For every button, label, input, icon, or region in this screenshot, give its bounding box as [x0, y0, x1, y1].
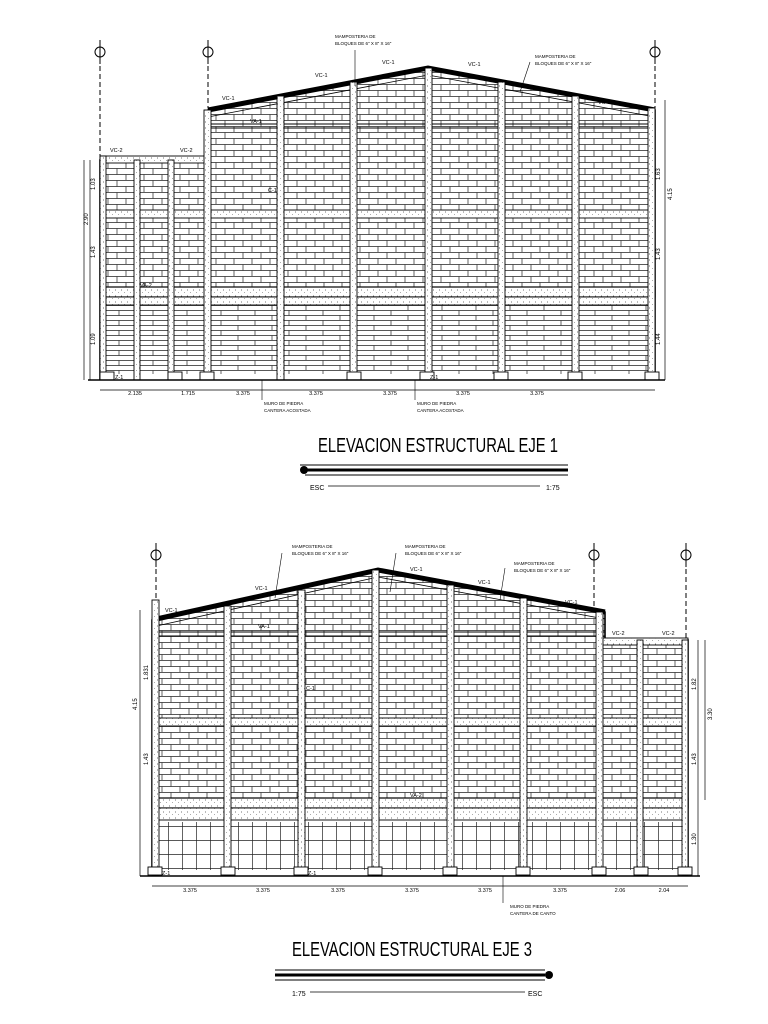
left-dim: 4.15 [133, 698, 139, 710]
dimension-lines [139, 610, 706, 887]
right-dim: 4.15 [668, 188, 674, 200]
beam-label: VC-2 [612, 631, 625, 637]
column-label: C-1 [306, 686, 315, 692]
beam-label: VC-2 [110, 148, 123, 154]
left-dim: 1.831 [144, 664, 150, 680]
note-label: MURO DE PIEDRA [417, 401, 456, 406]
scale-value: 1:75 [292, 991, 306, 998]
note-label: MAMPOSTERIA DE [405, 544, 446, 549]
footings [147, 866, 693, 876]
drawing-title: ELEVACION ESTRUCTURAL EJE 1 [318, 435, 558, 457]
bottom-dim: 1.715 [181, 391, 195, 397]
note-label: BLOQUES DE 6" X 8" X 16" [292, 551, 349, 556]
bottom-dim: 3.375 [183, 888, 197, 894]
note-label: BLOQUES DE 6" X 8" X 16" [335, 41, 392, 46]
note-label: MURO DE PIEDRA [264, 401, 303, 406]
beam-label: VC-1 [565, 600, 578, 606]
scale-value: 1:75 [546, 485, 560, 492]
right-dim: 1.43 [692, 753, 698, 765]
dimension-lines [83, 100, 666, 391]
scale-prefix: ESC [528, 991, 542, 998]
stone-wall-base [100, 302, 655, 374]
left-dim: 1.03 [91, 178, 97, 190]
footing-label: Z-1 [430, 375, 438, 381]
plinth-beam [151, 807, 689, 821]
beam-label: VC-1 [598, 100, 611, 106]
beam-label: VC-1 [315, 73, 328, 79]
elevation-eje-1: 2.135 1.715 3.375 3.375 3.375 3.375 3.37… [83, 34, 674, 492]
beam-label: VC-1 [382, 60, 395, 66]
footing-label: Z-1 [162, 871, 170, 877]
note-label: MURO DE PIEDRA [510, 904, 549, 909]
note-label: MAMPOSTERIA DE [535, 54, 576, 59]
beam-label: VC-1 [468, 62, 481, 68]
bottom-dim: 3.375 [331, 888, 345, 894]
bond-beam-top [99, 155, 211, 164]
note-label: CANTERA DE CANTO [510, 911, 556, 916]
beam-label: VC-1 [410, 567, 423, 573]
wall-label: VA-1 [258, 624, 270, 630]
bottom-dim: 3.375 [256, 888, 270, 894]
elevation-eje-3: 3.375 3.375 3.375 3.375 3.375 3.375 2.06… [133, 543, 714, 998]
column-label: C-1 [268, 188, 277, 194]
wall-label: VA-2 [410, 793, 422, 799]
bottom-dim: 3.375 [405, 888, 419, 894]
bond-beam-top [599, 637, 689, 646]
grid-axis-bubbles [150, 543, 692, 640]
right-dim: 1.44 [656, 333, 662, 345]
bottom-dim: 3.375 [478, 888, 492, 894]
wall-label: VA-1 [250, 119, 262, 125]
right-dim: 1.43 [656, 248, 662, 260]
note-label: MAMPOSTERIA DE [292, 544, 333, 549]
left-dim: 1.09 [91, 333, 97, 345]
grid-axis-bubbles [94, 40, 661, 160]
bottom-dim: 3.375 [383, 391, 397, 397]
right-dim: 3.30 [708, 708, 714, 720]
bottom-dim: 3.375 [309, 391, 323, 397]
masonry-wall-upper [152, 570, 688, 805]
scale-prefix: ESC [310, 485, 324, 492]
bottom-dim: 3.375 [553, 888, 567, 894]
note-label: CANTERA ACOSTADA [264, 408, 311, 413]
beam-label: VC-2 [662, 631, 675, 637]
left-dim: 1.43 [144, 753, 150, 765]
footing-label: Z-1 [308, 871, 316, 877]
left-dim: 2.90 [84, 213, 90, 225]
note-label: MAMPOSTERIA DE [514, 561, 555, 566]
block-wall-base [152, 822, 688, 870]
bottom-dim: 2.135 [128, 391, 142, 397]
title-marker-dot [545, 971, 553, 979]
note-label: MAMPOSTERIA DE [335, 34, 376, 39]
note-label: BLOQUES DE 6" X 8" X 16" [535, 61, 592, 66]
beam-label: VC-2 [180, 148, 193, 154]
bottom-dim: 2.04 [659, 888, 670, 894]
bottom-dim: 3.375 [456, 391, 470, 397]
columns [99, 67, 656, 381]
bottom-dim: 3.375 [236, 391, 250, 397]
bond-beam-mid [151, 717, 689, 727]
bottom-dim: 3.375 [530, 391, 544, 397]
note-label: BLOQUES DE 6" X 8" X 16" [514, 568, 571, 573]
right-dim: 1.63 [656, 168, 662, 180]
title-marker-dot [300, 466, 308, 474]
right-dim: 1.82 [692, 678, 698, 690]
drawing-title: ELEVACION ESTRUCTURAL EJE 3 [292, 939, 532, 961]
beam-label: VC-1 [255, 586, 268, 592]
bottom-dim: 2.06 [615, 888, 626, 894]
beam-label: VC-1 [478, 580, 491, 586]
note-label: CANTERA ACOSTADA [417, 408, 464, 413]
beam-label: VC-1 [165, 608, 178, 614]
bond-beam-lower [151, 797, 689, 809]
wall-label: VA-2 [140, 283, 152, 289]
footing-label: Z-1 [115, 375, 123, 381]
right-dim: 1.30 [692, 833, 698, 845]
beam-label: VC-1 [222, 96, 235, 102]
left-dim: 1.43 [91, 246, 97, 258]
note-label: BLOQUES DE 6" X 8" X 16" [405, 551, 462, 556]
